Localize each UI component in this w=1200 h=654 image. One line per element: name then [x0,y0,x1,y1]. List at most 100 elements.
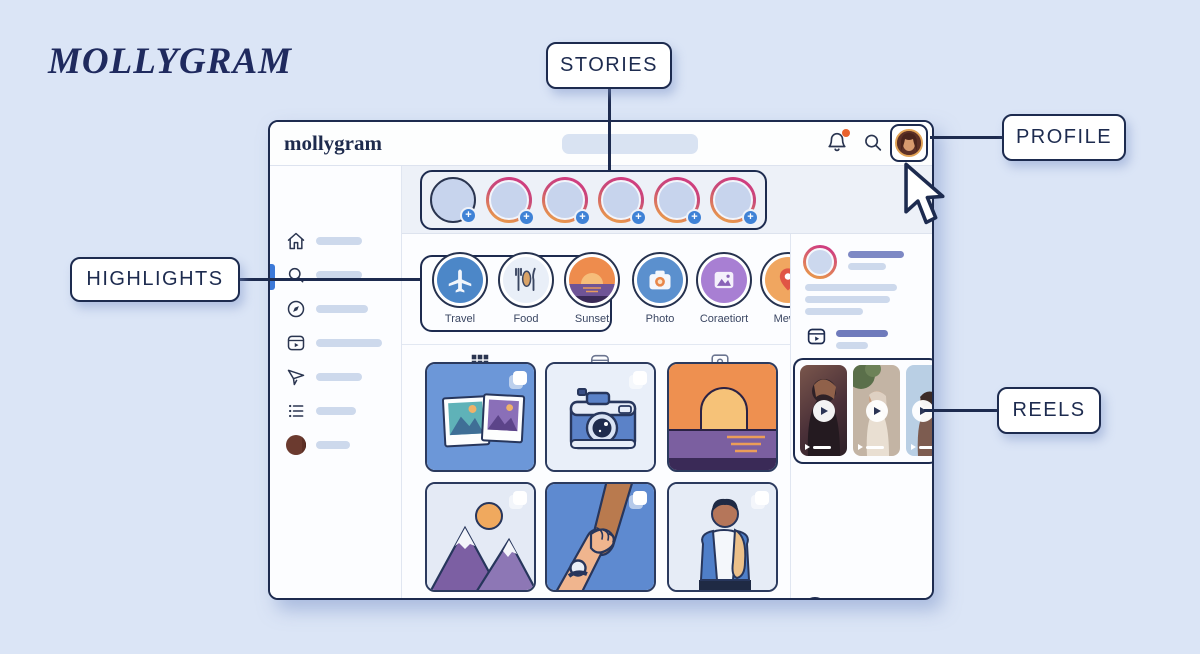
reel-meta [911,444,932,450]
post-camera[interactable] [545,362,656,472]
reel-meta [858,444,884,450]
play-button[interactable] [812,399,835,422]
story-item[interactable]: + [710,177,759,226]
notifications-button[interactable] [826,129,850,155]
highlight-label: Food [513,313,539,325]
multi-post-icon [633,491,647,505]
highlight-label: Travel [444,313,476,325]
stories-band: + + + + + + [402,166,932,234]
add-story-badge: + [630,209,647,226]
stories-connector-line [608,88,611,170]
paper-plane-icon [287,369,305,386]
app-name: mollygram [284,131,382,155]
placeholder-bar [848,263,886,270]
placeholder-bar [316,305,368,313]
person-illustration [669,484,776,590]
window-header: mollygram [270,122,932,166]
right-column [790,234,932,598]
callout-reels: REELS [997,387,1101,434]
reels-icon [287,335,305,351]
sidebar-item-messages[interactable] [270,365,401,389]
callout-profile: PROFILE [1002,114,1126,161]
profile-connector-line [930,136,1004,139]
picture-icon [714,271,734,289]
post-holding-hands[interactable] [545,482,656,592]
placeholder-bar [316,373,362,381]
story-item[interactable]: + [542,177,591,226]
sidebar-item-explore[interactable] [270,297,401,321]
multi-post-icon [513,371,527,385]
reels-connector-line [924,409,999,412]
sidebar-item-list[interactable] [270,399,401,423]
reels-callout-ring [793,358,932,464]
placeholder-bar [836,342,868,349]
suggestion-row[interactable] [802,597,897,598]
highlights-connector-line [238,278,420,281]
highlight-photo[interactable]: Photo [632,252,688,325]
story-your-story[interactable]: + [430,177,477,224]
add-story-badge: + [574,209,591,226]
reel-meta [805,444,831,450]
play-button[interactable] [865,399,888,422]
highlight-travel[interactable]: Travel [432,252,488,325]
divider [402,344,790,345]
profile-avatar-highlight-ring [890,124,928,162]
placeholder-bar [805,308,863,315]
add-story-badge: + [742,209,759,226]
reel-thumbnail[interactable] [853,365,900,456]
placeholder-bar [836,330,888,337]
search-icon[interactable] [862,130,884,154]
sunset-illustration [669,364,776,470]
sidebar-item-home[interactable] [270,229,401,253]
list-icon [289,404,304,418]
bell-icon [828,132,846,152]
reel-thumbnail[interactable] [800,365,847,456]
sidebar-item-profile[interactable] [270,433,401,457]
multi-post-icon [755,491,769,505]
stories-row: + + + + + + [420,170,767,230]
highlight-label: Photo [645,313,675,325]
post-polaroid-photos[interactable] [425,362,536,472]
reel-thumbnail[interactable] [906,365,932,456]
app-window: mollygram [268,120,934,600]
story-item[interactable]: + [654,177,703,226]
utensils-icon [515,267,536,291]
highlight-collection[interactable]: Coraetiort [696,252,752,325]
reels-icon [807,328,826,345]
post-mountains[interactable] [425,482,536,592]
sidebar-item-search[interactable] [270,263,401,287]
play-button[interactable] [911,399,932,422]
story-item[interactable]: + [598,177,647,226]
suggested-profile-avatar[interactable] [803,245,837,279]
add-story-badge: + [460,207,477,224]
active-nav-indicator [270,264,275,290]
sidebar [270,166,402,598]
placeholder-bar [316,237,362,245]
profile-avatar[interactable] [895,129,923,157]
page-logo: MOLLYGRAM [48,41,293,82]
compass-icon [287,300,305,318]
multi-post-icon [513,491,527,505]
callout-reels-label: REELS [1012,399,1086,421]
search-icon [288,267,304,283]
highlight-label: Coraetiort [699,313,749,325]
add-story-badge: + [518,209,535,226]
content-column: Travel Food [402,234,816,598]
sidebar-item-reels[interactable] [270,331,401,355]
placeholder-bar [805,296,890,303]
mountains-illustration [427,484,534,590]
search-input[interactable] [562,134,698,154]
mouse-cursor [904,162,945,225]
airplane-icon [448,269,472,293]
callout-highlights-label: HIGHLIGHTS [86,268,224,290]
callout-stories: STORIES [546,42,672,89]
post-sunset[interactable] [667,362,778,472]
highlight-sunset[interactable]: Sunset [564,252,620,325]
home-icon [287,232,305,250]
placeholder-bar [316,271,362,279]
story-item[interactable]: + [486,177,535,226]
post-person-backpack[interactable] [667,482,778,592]
sidebar-avatar [286,435,306,455]
highlight-label: Sunset [574,313,610,325]
highlight-food[interactable]: Food [498,252,554,325]
